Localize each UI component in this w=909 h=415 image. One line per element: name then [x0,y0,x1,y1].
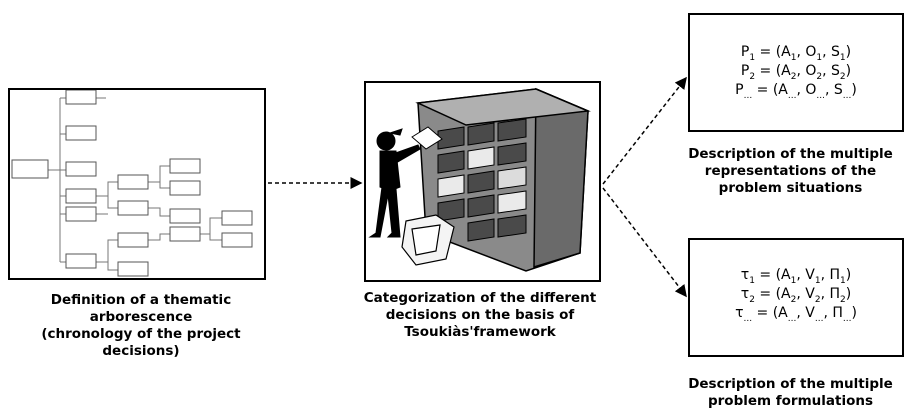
formulations-caption: Description of the multiple problem form… [688,376,893,409]
formulation-formula: τ1 = (A1, V1, Π1) [740,267,852,286]
formulation-formula: τ... = (A..., V..., Π...) [735,305,857,324]
situations-panel: P1 = (A1, O1, S1)P2 = (A2, O2, S2)P... =… [688,13,904,132]
situations-caption: Description of the multiple representati… [688,146,893,196]
situation-formula: P2 = (A2, O2, S2) [740,63,852,82]
categorization-caption: Categorization of the different decision… [363,290,597,340]
arrow-to-formulations [602,187,687,298]
tree-diagram [11,90,253,277]
arborescence-caption: Definition of a thematic arborescence (c… [41,292,241,359]
formulations-panel: τ1 = (A1, V1, Π1)τ2 = (A2, V2, Π2)τ... =… [688,238,904,357]
situation-formula: P1 = (A1, O1, S1) [740,44,852,63]
tree-node-root [11,159,49,179]
situation-formula: P... = (A..., O..., S...) [735,82,857,101]
formulation-formula: τ2 = (A2, V2, Π2) [740,286,852,305]
filing-cabinet-icon [368,87,591,272]
arborescence-panel [8,88,266,280]
categorization-panel [364,81,601,282]
